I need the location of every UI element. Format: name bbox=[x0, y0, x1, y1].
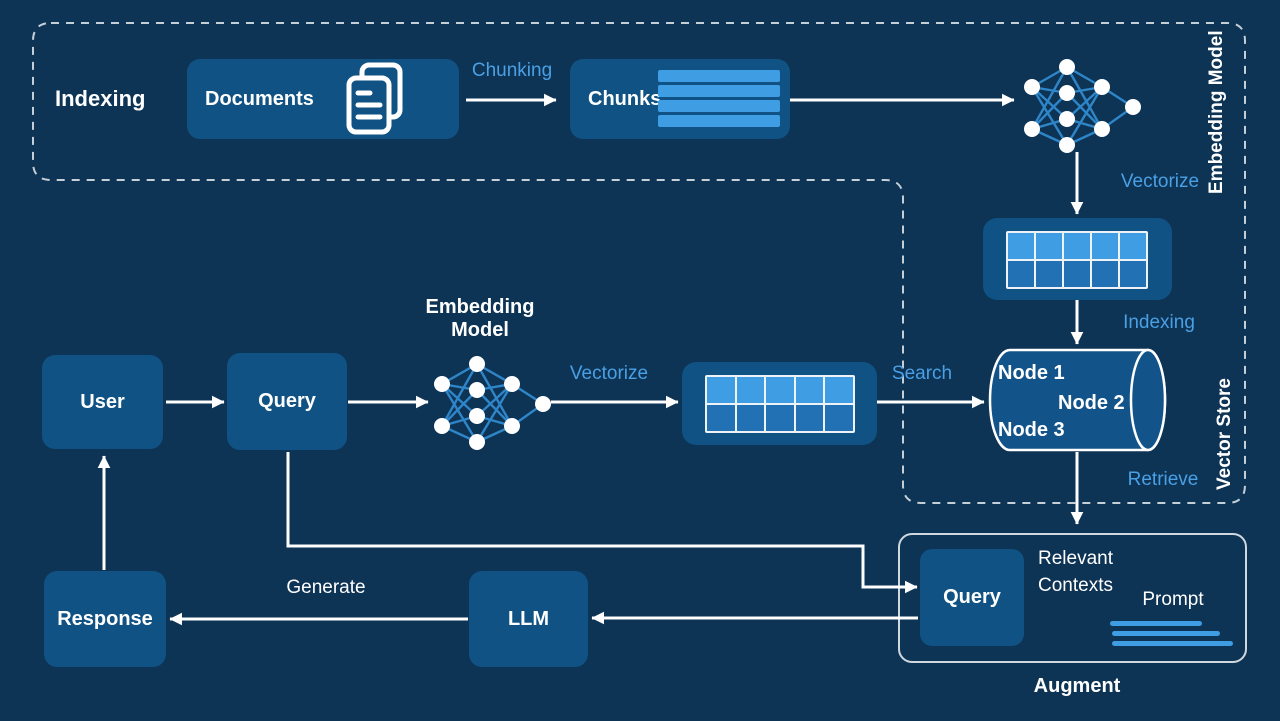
vector-store-node-3: Node 3 bbox=[998, 419, 1065, 441]
chunking-edge-label: Chunking bbox=[471, 60, 553, 81]
user-box: User bbox=[42, 355, 163, 449]
llm-box: LLM bbox=[469, 571, 588, 667]
embedding-model-mid-title: Embedding Model bbox=[410, 296, 550, 342]
user-box-label: User bbox=[80, 390, 125, 413]
vectorize-top-edge-label: Vectorize bbox=[1120, 171, 1200, 192]
documents-box-label: Documents bbox=[205, 87, 314, 110]
indexing-section-title: Indexing bbox=[55, 86, 146, 111]
prompt-label: Prompt bbox=[1142, 589, 1204, 610]
embedding-model-mid-line2: Model bbox=[451, 319, 509, 341]
embedding-model-section-title: Embedding Model bbox=[1206, 30, 1227, 194]
indexing-edge-label: Indexing bbox=[1123, 312, 1195, 333]
augment-section-title: Augment bbox=[1033, 675, 1121, 697]
relevant-contexts-label: Relevant Contexts bbox=[1038, 545, 1128, 599]
vector-store-section-title: Vector Store bbox=[1214, 378, 1235, 490]
vectorize-mid-edge-label: Vectorize bbox=[569, 363, 649, 384]
augment-query-box-label: Query bbox=[943, 586, 1001, 608]
llm-box-label: LLM bbox=[507, 607, 550, 630]
search-edge-label: Search bbox=[891, 363, 953, 384]
vector-matrix-top bbox=[1006, 231, 1148, 289]
relevant-contexts-line2: Contexts bbox=[1038, 575, 1113, 596]
response-box: Response bbox=[44, 571, 166, 667]
embedding-nn-top bbox=[1022, 57, 1143, 155]
vector-store-node-1: Node 1 bbox=[998, 362, 1065, 384]
arrow-query-to-augment bbox=[286, 452, 918, 594]
relevant-contexts-line1: Relevant bbox=[1038, 548, 1113, 569]
embedding-model-mid-line1: Embedding bbox=[425, 296, 535, 318]
generate-edge-label: Generate bbox=[286, 577, 366, 598]
augment-query-box: Query bbox=[920, 549, 1024, 646]
chunks-lines-icon bbox=[658, 70, 780, 127]
response-box-label: Response bbox=[57, 607, 153, 630]
retrieve-edge-label: Retrieve bbox=[1127, 469, 1199, 490]
embedding-nn-mid bbox=[432, 354, 553, 452]
query-box: Query bbox=[227, 353, 347, 450]
prompt-lines-icon bbox=[1110, 621, 1233, 646]
vector-store-node-2: Node 2 bbox=[1058, 392, 1125, 414]
documents-box: Documents bbox=[187, 59, 459, 139]
query-box-label: Query bbox=[258, 390, 316, 412]
chunks-box-label: Chunks bbox=[588, 87, 662, 110]
vector-matrix-mid bbox=[705, 375, 855, 433]
augment-frame bbox=[898, 533, 1247, 663]
